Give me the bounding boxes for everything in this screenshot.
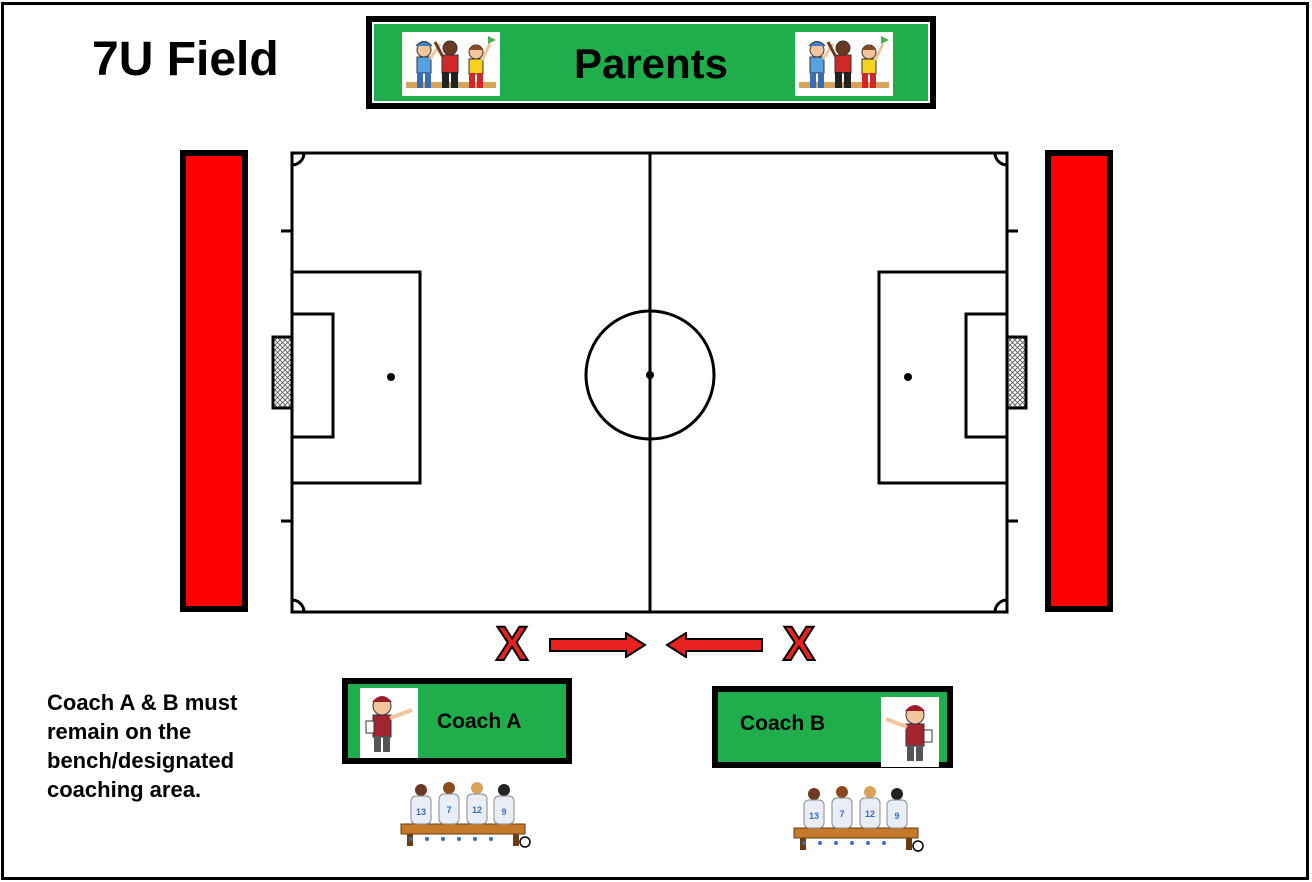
cheering-fans-icon (795, 32, 893, 96)
svg-text:9: 9 (501, 807, 506, 817)
note-line: Coach A & B must (47, 690, 238, 715)
svg-text:13: 13 (416, 807, 426, 817)
corner-arc (993, 152, 1008, 167)
corner-arc (993, 598, 1008, 613)
right-penalty-spot (904, 373, 912, 381)
coach-a-area: Coach A (342, 678, 572, 764)
svg-text:7: 7 (446, 805, 451, 815)
svg-text:12: 12 (865, 809, 875, 819)
svg-text:X: X (496, 620, 528, 666)
parents-label: Parents (573, 40, 729, 87)
left-penalty-area (290, 270, 422, 485)
players-bench-icon: 13 7 12 9 (400, 782, 531, 848)
right-sideline-area (1045, 150, 1113, 612)
left-sideline-area (180, 150, 248, 612)
left-penalty-spot (387, 373, 395, 381)
page-title: 7U Field (92, 33, 279, 86)
left-goal (271, 335, 294, 410)
center-spot (646, 371, 654, 379)
right-goal (1005, 335, 1028, 410)
right-goal-area (964, 312, 1009, 439)
coach-icon (360, 688, 418, 758)
note-line: remain on the (47, 719, 192, 744)
coach-b-label: Coach B (740, 712, 826, 735)
left-goal-area (290, 312, 335, 439)
parents-area: Parents (366, 16, 936, 109)
center-circle (584, 309, 716, 441)
coach-b-area: Coach B (712, 686, 953, 768)
corner-arc (291, 152, 306, 167)
note-line: coaching area. (47, 777, 202, 802)
x-marker-right: X (782, 620, 816, 666)
parents-area-inner-border (372, 22, 930, 103)
players-bench-icon: 13 7 12 9 (793, 786, 924, 852)
svg-text:12: 12 (472, 805, 482, 815)
coach-a-label: Coach A (437, 710, 522, 733)
corner-arc (291, 598, 306, 613)
cheering-fans-icon (402, 32, 500, 96)
arrow-icon (549, 632, 647, 658)
x-marker-left: X (495, 620, 529, 666)
svg-text:13: 13 (809, 811, 819, 821)
svg-text:X: X (783, 620, 815, 666)
svg-text:7: 7 (839, 809, 844, 819)
coach-rule-note: Coach A & B must remain on the bench/des… (47, 688, 237, 804)
right-penalty-area (877, 270, 1009, 485)
svg-text:9: 9 (894, 811, 899, 821)
coach-icon (881, 697, 939, 767)
note-line: bench/designated (47, 748, 235, 773)
arrow-icon (665, 632, 763, 658)
